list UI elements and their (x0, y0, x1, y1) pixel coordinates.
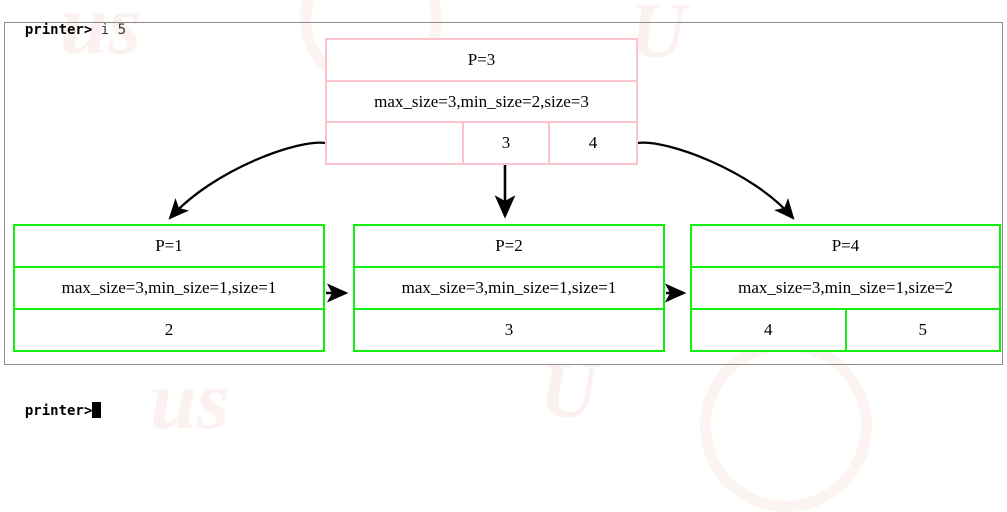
btree-leaf-node-1[interactable]: P=1 max_size=3,min_size=1,size=1 2 (13, 224, 325, 352)
node-values-row: 3 (355, 308, 663, 350)
node-id-label: P=2 (495, 236, 523, 255)
node-cell[interactable] (327, 123, 462, 163)
node-meta-label: max_size=3,min_size=1,size=1 (401, 278, 617, 297)
prompt-label: printer> (24, 22, 93, 38)
node-meta-label: max_size=3,min_size=1,size=1 (61, 278, 277, 297)
node-values-row: 3 4 (327, 121, 636, 164)
node-id-label: P=1 (155, 236, 183, 255)
node-meta-row: max_size=3,min_size=1,size=2 (692, 266, 999, 308)
node-cell[interactable]: 4 (764, 320, 773, 339)
terminal-prompt-top: printer> i 5 (8, 3, 126, 39)
prompt-command-input[interactable]: i 5 (92, 22, 127, 38)
node-id-label: P=4 (831, 236, 860, 255)
diagram-canvas (4, 22, 1003, 365)
btree-leaf-node-2[interactable]: P=2 max_size=3,min_size=1,size=1 3 (353, 224, 665, 352)
terminal-prompt-bottom: printer> (8, 384, 102, 420)
node-cell[interactable]: 5 (844, 310, 1000, 350)
watermark-fragment: us (150, 354, 230, 447)
node-title-row: P=2 (355, 226, 663, 266)
node-meta-label: max_size=3,min_size=2,size=3 (374, 91, 589, 111)
btree-leaf-node-3[interactable]: P=4 max_size=3,min_size=1,size=2 4 5 (690, 224, 1001, 352)
node-meta-row: max_size=3,min_size=1,size=1 (15, 266, 323, 308)
node-title-row: P=1 (15, 226, 323, 266)
node-cell[interactable]: 2 (164, 320, 174, 339)
btree-root-node[interactable]: P=3 max_size=3,min_size=2,size=3 3 4 (325, 38, 638, 165)
node-title-row: P=4 (692, 226, 999, 266)
node-id-label: P=3 (467, 49, 496, 69)
node-meta-label: max_size=3,min_size=1,size=2 (738, 278, 953, 297)
node-meta-row: max_size=3,min_size=2,size=3 (327, 79, 636, 122)
node-cell[interactable]: 3 (462, 123, 548, 164)
node-title-row: P=3 (327, 40, 636, 80)
watermark-ring (700, 340, 872, 512)
block-cursor-icon (92, 402, 102, 418)
prompt-label: printer> (24, 403, 93, 419)
node-cell[interactable]: 3 (504, 320, 514, 339)
node-values-row: 2 (15, 308, 323, 350)
node-meta-row: max_size=3,min_size=1,size=1 (355, 266, 663, 308)
node-cell[interactable]: 4 (548, 123, 636, 164)
node-values-row: 4 5 (692, 308, 999, 350)
